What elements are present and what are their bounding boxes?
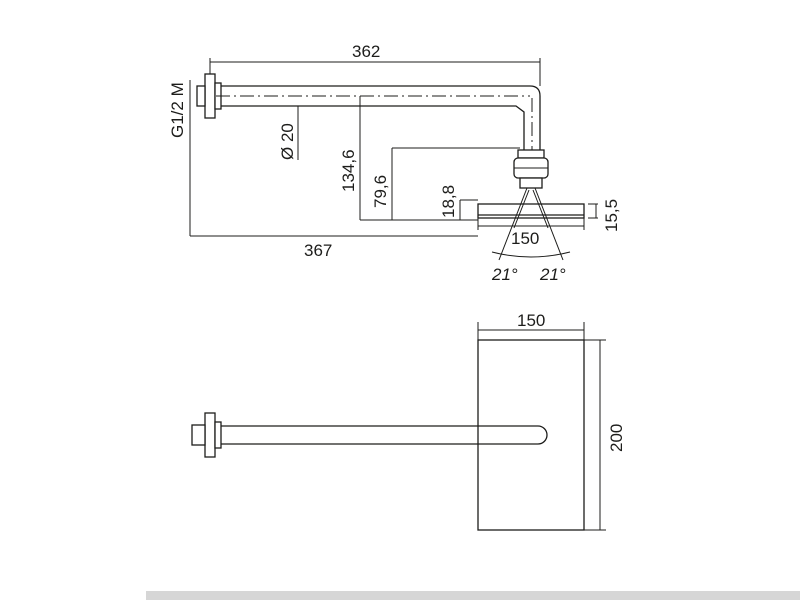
angle-left-label: 21° xyxy=(491,265,518,284)
dim-79-label: 79,6 xyxy=(371,175,390,208)
thread-connector xyxy=(196,85,206,107)
shower-head-side xyxy=(477,203,585,219)
dim-d20-label: Ø 20 xyxy=(278,123,297,160)
top-flange-nut xyxy=(214,421,222,449)
spray-line-left xyxy=(498,187,528,261)
side-view: 362 G1/2 M Ø 20 134,6 79,6 18,8 15,5 150… xyxy=(168,42,621,284)
top-shower-arm xyxy=(221,425,548,445)
top-wall-flange xyxy=(204,412,216,458)
top-thread-connector xyxy=(191,424,206,446)
shower-head-plan xyxy=(477,339,585,531)
dim-150-side-label: 150 xyxy=(511,229,539,248)
dim-134-label: 134,6 xyxy=(339,149,358,192)
shower-arm-top-edge xyxy=(221,85,541,150)
ball-joint-neck xyxy=(519,177,543,189)
dim-top-200-label: 200 xyxy=(607,424,626,452)
spray-arc xyxy=(491,251,571,258)
dim-18-label: 18,8 xyxy=(439,185,458,218)
dim-362-label: 362 xyxy=(352,42,380,61)
footer-bar xyxy=(146,591,800,600)
spray-line-inner-right xyxy=(532,189,549,229)
spray-line-right xyxy=(534,187,564,261)
angle-right-label: 21° xyxy=(539,265,566,284)
dim-top-150-label: 150 xyxy=(517,311,545,330)
shower-arm-bottom-edge xyxy=(221,105,525,150)
spray-line-inner-left xyxy=(513,189,530,229)
dim-thread-label: G1/2 M xyxy=(168,82,187,138)
top-view: 150 200 xyxy=(191,311,626,531)
ball-joint-collar xyxy=(517,149,545,159)
dim-15-label: 15,5 xyxy=(602,199,621,232)
wall-flange xyxy=(204,73,216,119)
dim-367-label: 367 xyxy=(304,241,332,260)
